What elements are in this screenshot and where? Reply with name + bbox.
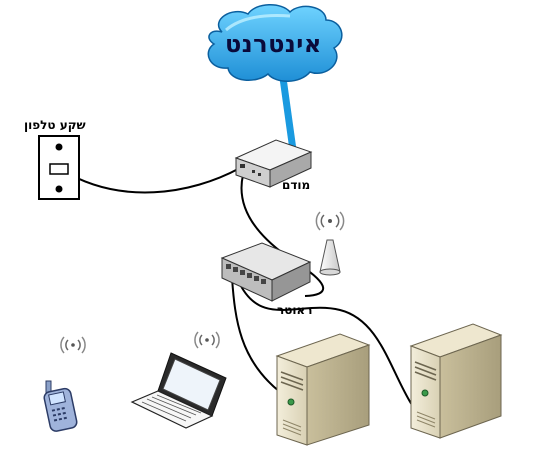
modem-device <box>234 139 313 188</box>
modem-label: מודם <box>282 178 311 192</box>
laptop <box>130 331 227 429</box>
server-tower-2 <box>409 323 503 439</box>
server-tower-1 <box>275 333 371 446</box>
cable-router-to-server-1 <box>231 277 281 393</box>
internet-cloud <box>207 4 343 82</box>
wireless-antenna <box>315 211 345 276</box>
cable-router-to-server-2 <box>237 279 413 406</box>
router-label: ראוטר <box>277 303 313 317</box>
internet-uplink-line <box>279 77 297 151</box>
phone-jack <box>38 135 80 200</box>
phone-jack-label: שקע טלפון <box>24 118 86 132</box>
router-device <box>220 242 312 302</box>
mobile-phone <box>43 336 86 432</box>
internet-label: אינטרנט <box>225 30 322 58</box>
cable-jack-to-modem <box>61 167 241 194</box>
